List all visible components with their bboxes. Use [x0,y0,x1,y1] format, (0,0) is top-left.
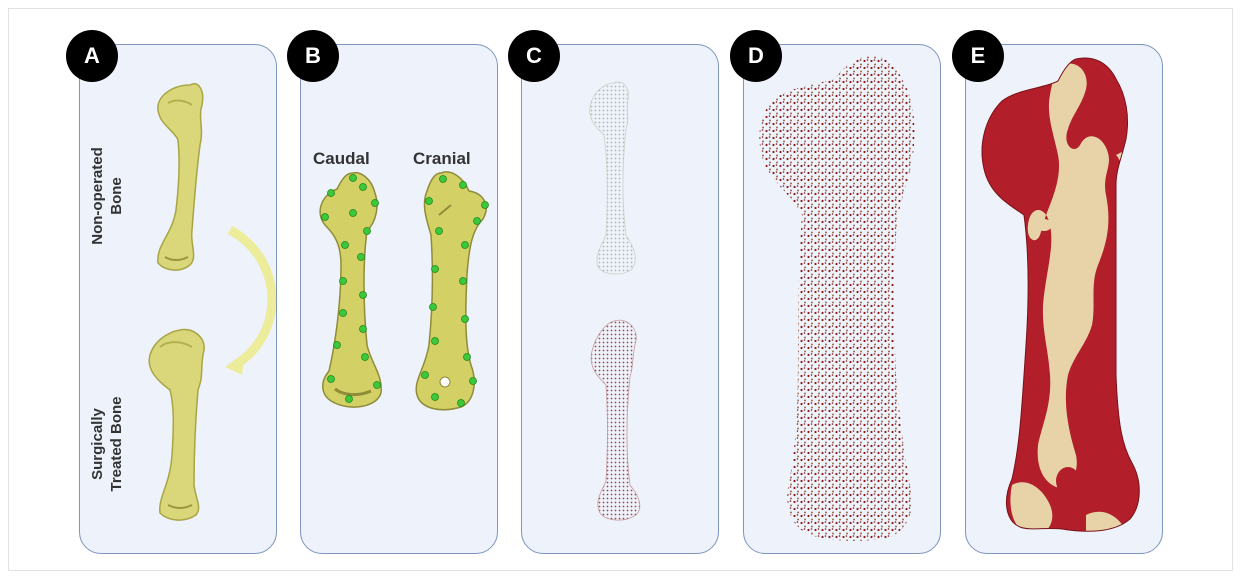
panel-c-illustration [522,45,719,554]
label-line: Bone [107,131,126,261]
point-cloud-surgically-treated [591,320,640,520]
panel-e-badge: E [952,30,1004,82]
panel-b-illustration [301,45,498,554]
label-line: Surgically [88,379,107,509]
panel-d-badge: D [730,30,782,82]
non-operated-bone [158,84,203,270]
panel-c-badge: C [508,30,560,82]
deviation-surface-bone [966,45,1163,554]
panel-b: Caudal Cranial [300,44,498,554]
panel-d [743,44,941,554]
label-line: Treated Bone [107,379,126,509]
panel-c [521,44,719,554]
transform-arrow [230,230,272,365]
surgically-treated-bone-label: Surgically Treated Bone [88,379,126,509]
panel-e [965,44,1163,554]
dense-point-cloud-bone [759,56,914,541]
panel-a-badge: A [66,30,118,82]
point-cloud-non-operated [590,82,636,274]
panel-e-illustration [966,45,1163,554]
caudal-bone [320,173,381,407]
panel-d-illustration [744,45,941,554]
panel-b-badge: B [287,30,339,82]
label-line: Non-operated [88,131,107,261]
surgically-treated-bone [149,329,204,520]
panel-a: Non-operated Bone Surgically Treated Bon… [79,44,277,554]
non-operated-bone-label: Non-operated Bone [88,131,126,261]
